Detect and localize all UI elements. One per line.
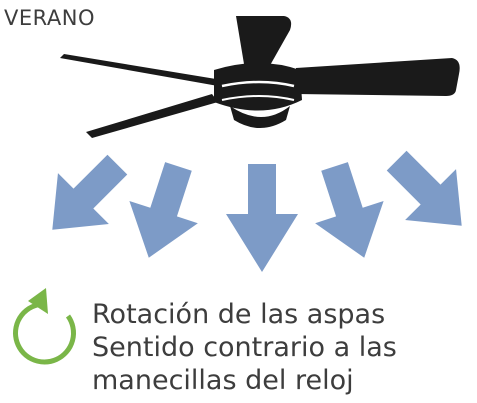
airflow-arrow-5 bbox=[386, 150, 462, 226]
caption-line-2: Sentido contrario a las bbox=[92, 332, 397, 363]
fan-motor-housing bbox=[214, 63, 302, 111]
fan-blade-left bbox=[60, 54, 222, 86]
airflow-arrow-4 bbox=[315, 162, 384, 258]
airflow-arrow-2 bbox=[129, 162, 198, 258]
airflow-arrow-3 bbox=[226, 164, 298, 272]
caption-line-1: Rotación de las aspas bbox=[92, 299, 386, 330]
fan-blade-right bbox=[296, 58, 460, 96]
rotation-caption: Rotación de las aspas Sentido contrario … bbox=[92, 298, 397, 397]
airflow-arrow-1 bbox=[52, 154, 128, 230]
fan-blade-lower-left bbox=[86, 94, 218, 138]
fan-downrod bbox=[256, 44, 266, 70]
caption-line-3: manecillas del reloj bbox=[92, 365, 354, 396]
fan-light-bowl bbox=[230, 106, 290, 128]
season-title: VERANO bbox=[4, 6, 95, 30]
